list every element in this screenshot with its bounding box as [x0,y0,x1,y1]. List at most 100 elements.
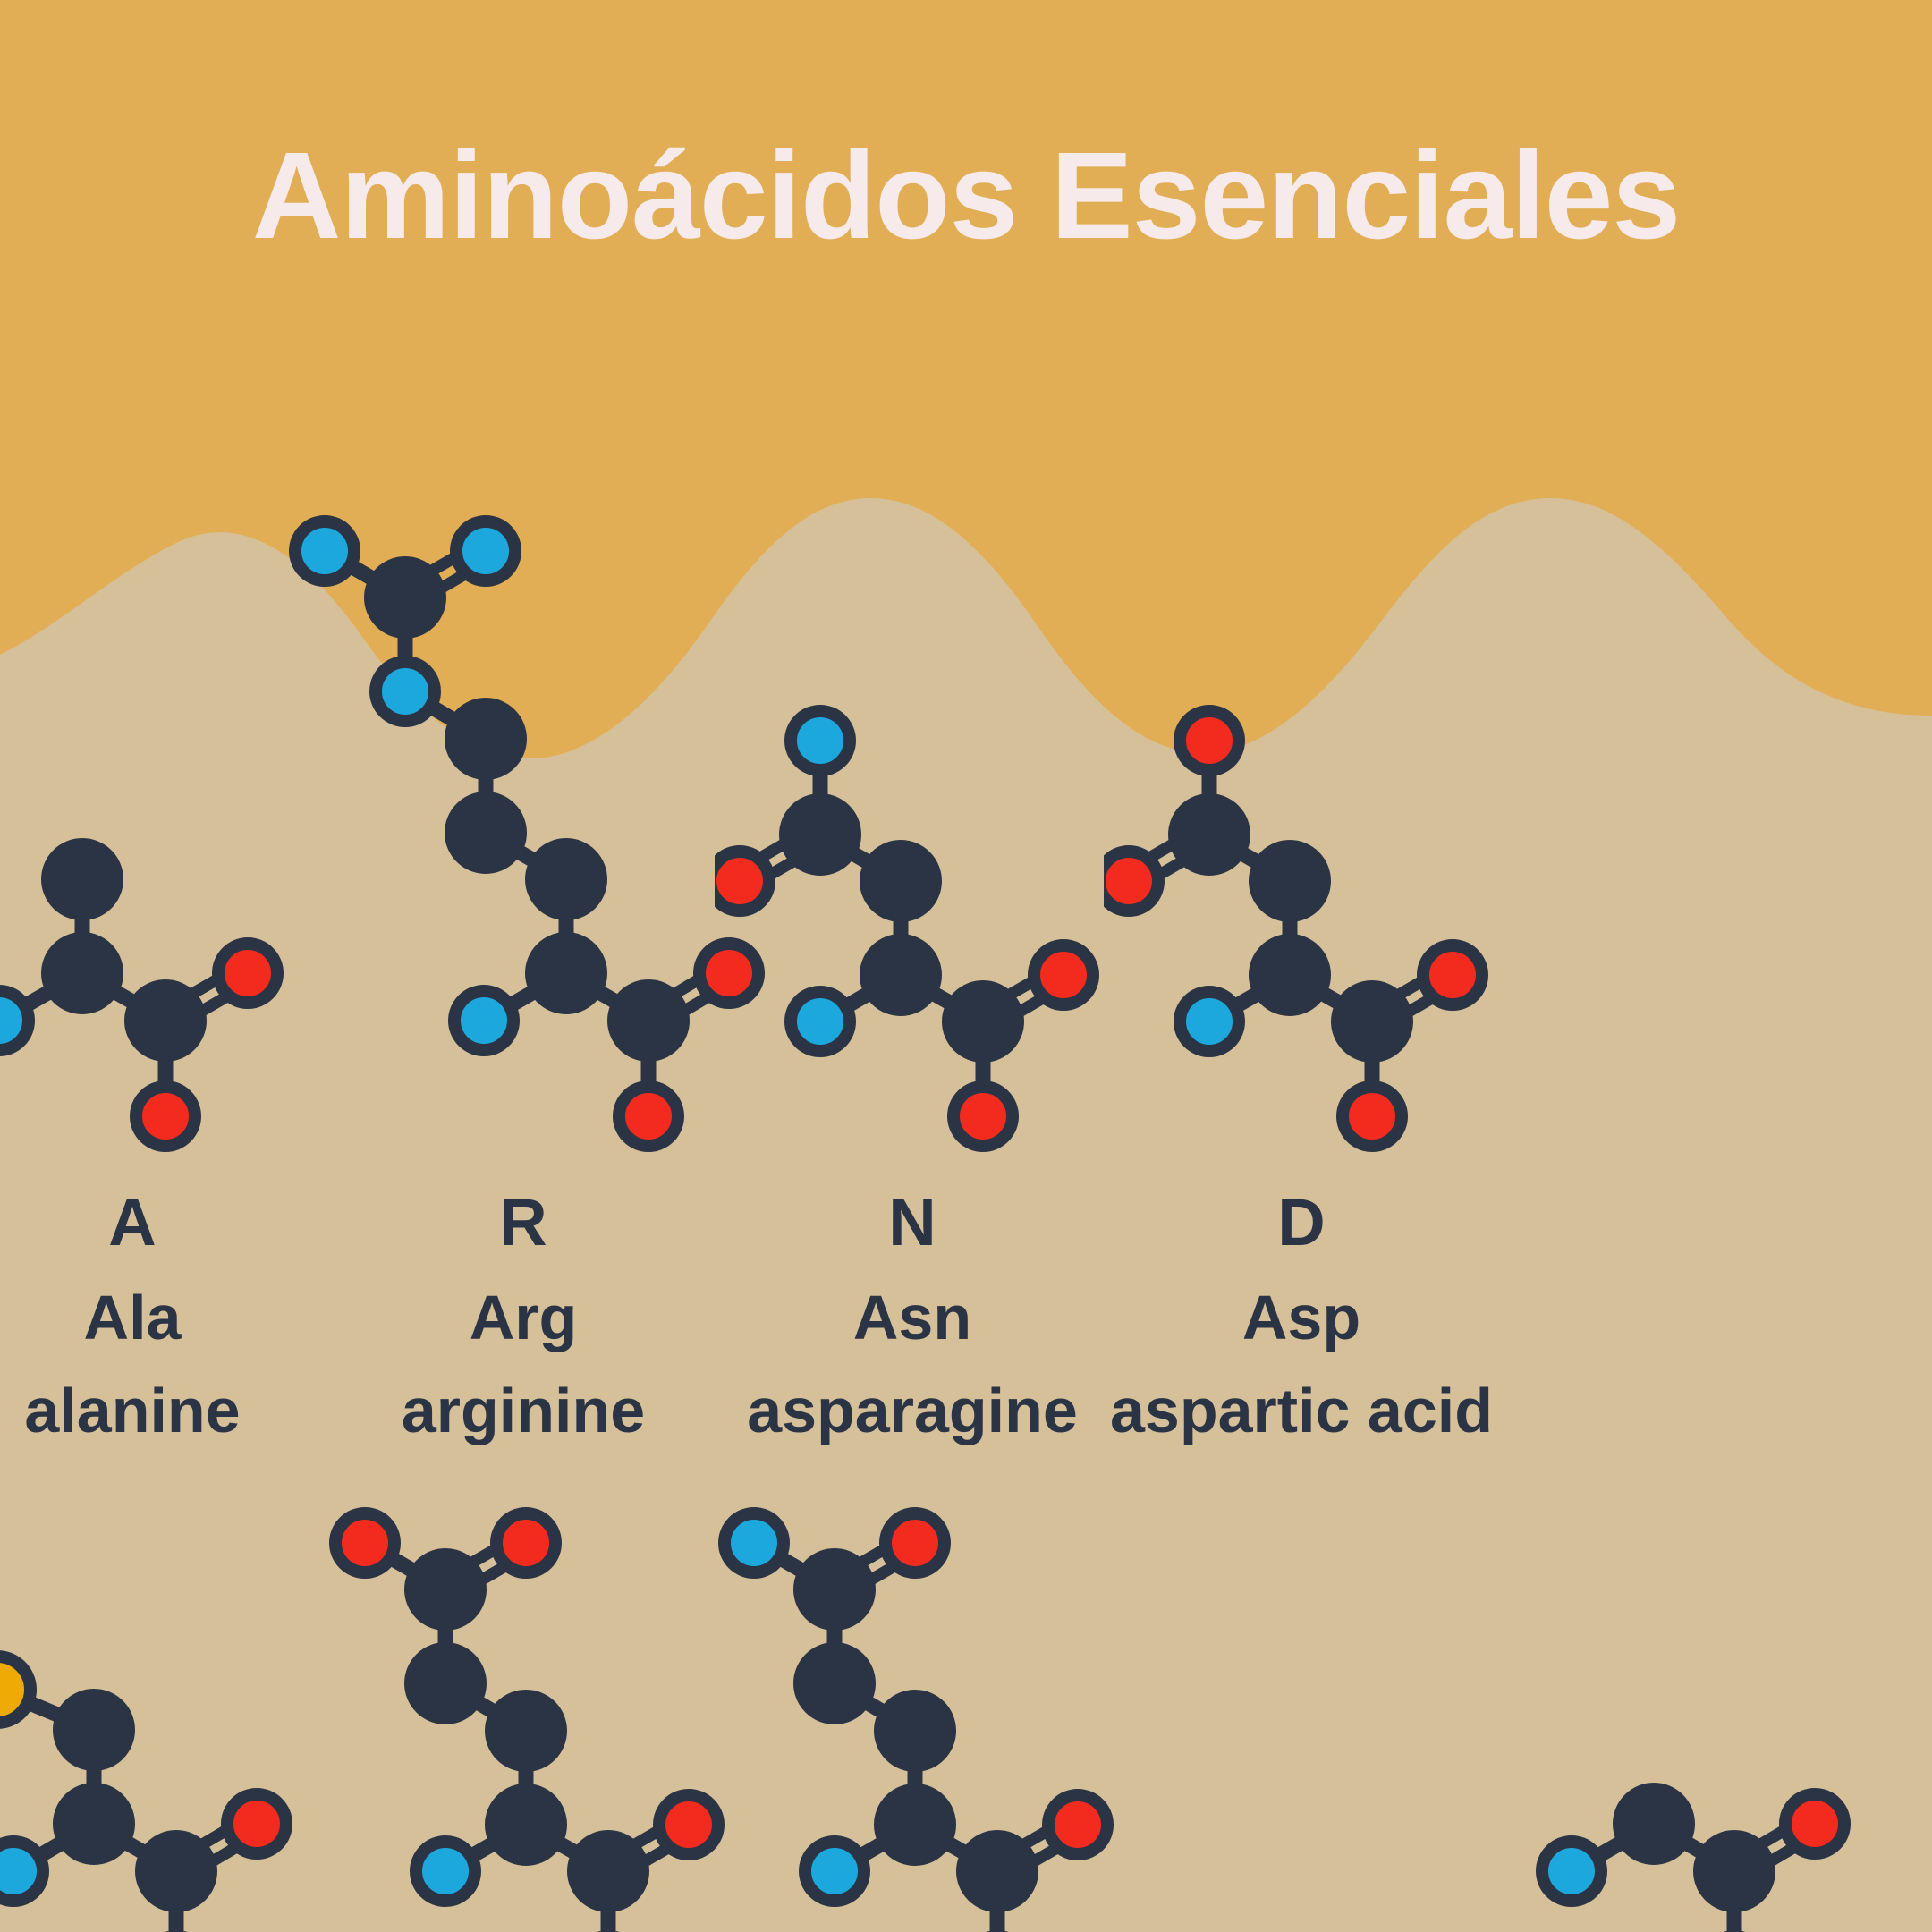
bond-group [0,871,258,1124]
atom-o [879,1507,951,1579]
atom-group [715,705,1099,1152]
label-block-d: D Asp aspartic acid [988,1185,1614,1445]
atom-n [410,1835,481,1907]
atom-c [53,1689,135,1771]
atom-c [53,1783,135,1865]
atom-o [947,1080,1019,1152]
molecule-asparagine [715,705,1099,1152]
bond-group [728,733,1075,1124]
atom-n [784,705,856,776]
atom-c [404,1548,487,1631]
atom-c [860,840,942,922]
atom-o [1417,939,1488,1011]
atom-n [0,985,35,1056]
amino-acid-abbreviation: Asn [852,1283,972,1352]
atom-n [289,515,360,587]
atom-group [289,515,765,1152]
amino-acid-abbreviation: Asp [1241,1283,1361,1352]
molecule-glutamic-acid [329,1507,724,1932]
atom-c [1331,980,1413,1063]
atom-c [404,1642,487,1724]
amino-acid-cell-r [271,508,775,1163]
amino-acid-cell-g [1520,1757,1861,1932]
atom-c [860,934,942,1016]
atom-o [1104,845,1165,917]
label-block-a: A Ala alanine [0,1185,445,1445]
amino-acid-full-name: arginine [401,1376,646,1445]
atom-group [1536,1783,1851,1932]
amino-acid-letter: N [888,1185,936,1259]
amino-acid-cell-n [715,698,1110,1163]
atom-group [0,838,284,1152]
atom-o [490,1507,562,1579]
amino-acid-cell-e [311,1500,735,1932]
atom-c [1249,934,1331,1016]
atom-c [874,1690,956,1772]
amino-acid-cell-c [0,1640,303,1932]
amino-acid-letter: A [108,1185,157,1259]
atom-c [567,1830,649,1912]
atom-c [124,979,207,1062]
atom-n [369,656,441,727]
molecule-glutamine [718,1507,1114,1932]
molecule-alanine [0,838,284,1152]
atom-c [485,1784,567,1866]
atom-o [653,1789,724,1860]
atom-c [1249,840,1331,922]
amino-acid-full-name: aspartic acid [1110,1376,1493,1445]
atom-c [793,1548,876,1631]
atom-n [718,1507,790,1579]
atom-n [784,986,856,1057]
atom-c [445,698,527,780]
atom-c [1693,1830,1775,1912]
atom-o [613,1080,684,1152]
molecule-cysteine [0,1650,292,1932]
label-block-n: N Asn asparagine [599,1185,1225,1445]
atom-c [607,979,690,1062]
atom-o [1028,939,1099,1011]
label-block-r: R Arg arginine [210,1185,836,1445]
molecule-arginine [289,515,765,1152]
atom-c [956,1830,1038,1912]
atom-n [1536,1835,1607,1907]
amino-acid-full-name: asparagine [747,1376,1078,1445]
atom-group [718,1507,1114,1932]
molecule-aspartic-acid [1104,705,1488,1152]
atom-c [135,1830,217,1912]
atom-o [329,1507,401,1579]
atom-o [1174,705,1245,776]
atom-o [130,1080,201,1152]
atom-s [0,1650,37,1729]
atom-group [0,1650,292,1932]
atom-o [221,1788,292,1860]
atom-c [41,932,123,1014]
atom-o [212,937,284,1009]
amino-acid-cell-a [0,826,294,1163]
atom-n [448,985,520,1056]
atom-c [445,792,527,874]
atom-o [1779,1788,1851,1860]
atom-c [41,838,123,920]
atom-group [329,1507,724,1932]
amino-acid-letter: R [499,1185,547,1259]
atom-c [942,980,1024,1063]
amino-acid-abbreviation: Arg [469,1283,578,1352]
atom-o [693,937,765,1009]
atom-c [779,793,861,876]
atom-c [525,838,607,920]
amino-acid-full-name: alanine [24,1376,241,1445]
amino-acid-cell-q [700,1500,1124,1932]
amino-acid-cell-d [1104,698,1499,1163]
atom-c [485,1690,567,1772]
amino-acid-abbreviation: Ala [83,1283,182,1352]
atom-n [1174,986,1245,1057]
atom-o [715,845,775,917]
atom-c [1613,1783,1695,1865]
page-title: Aminoácidos Esenciales [251,127,1681,265]
atom-c [364,556,446,639]
atom-n [0,1835,49,1907]
amino-acid-letter: D [1277,1185,1326,1259]
atom-o [1336,1080,1408,1152]
